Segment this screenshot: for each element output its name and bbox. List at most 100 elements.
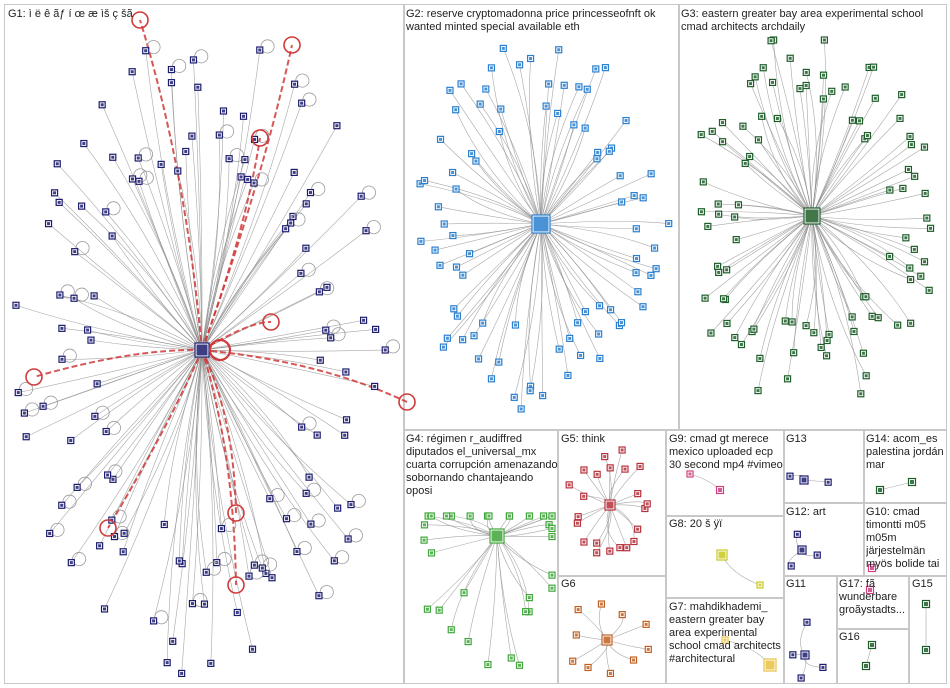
node-g5-8-avatar <box>582 541 585 544</box>
edge-g2-9 <box>541 224 611 310</box>
node-g1-104-avatar <box>289 222 292 225</box>
node-g1-52-avatar <box>23 412 26 415</box>
node-g1-27-avatar <box>191 602 194 605</box>
edge-g2-22 <box>515 224 541 325</box>
node-g3-40-avatar <box>716 265 719 268</box>
node-g11-1-avatar <box>800 677 803 680</box>
node-g2-14-avatar <box>579 354 582 357</box>
edge-g2-71 <box>541 68 605 224</box>
edge-g11-3 <box>800 622 807 655</box>
group-label-g14: G14: acom_es palestina jordán mar <box>866 433 948 477</box>
node-g14-0-avatar <box>878 488 882 492</box>
node-g4-8-avatar <box>486 663 489 666</box>
node-g3-80-avatar <box>900 93 903 96</box>
node-g5-21-avatar <box>646 502 649 505</box>
node-g1-94-avatar <box>253 181 256 184</box>
node-g2-45-avatar <box>451 171 454 174</box>
node-g3-49-avatar <box>737 203 740 206</box>
node-g4-29-avatar <box>551 515 554 518</box>
group-label-g15: G15 <box>912 578 948 591</box>
node-g3-88-avatar <box>913 175 916 178</box>
edge-g2-21 <box>521 224 541 409</box>
node-g3-78-avatar <box>872 66 875 69</box>
node-g3-13-avatar <box>865 374 868 377</box>
node-g3-39-avatar <box>722 297 725 300</box>
group-label-g5: G5: think <box>561 433 661 446</box>
node-g1-64-avatar <box>47 222 50 225</box>
node-g1-111-avatar <box>365 229 368 232</box>
node-g1-113-avatar <box>362 319 365 322</box>
edge-red-0 <box>34 350 202 377</box>
group-label-g11: G11 <box>786 578 836 591</box>
node-g1-101-avatar <box>335 124 338 127</box>
node-g1-60-avatar <box>89 339 92 342</box>
node-g3-15-avatar <box>851 315 854 318</box>
node-g1-3-avatar <box>316 434 319 437</box>
edge-g4-6 <box>497 536 519 665</box>
node-g1-24-avatar <box>209 662 212 665</box>
node-g1-107-avatar <box>299 272 302 275</box>
node-g2-80-avatar <box>633 194 636 197</box>
node-g2-9-avatar <box>609 308 612 311</box>
node-g1-59-avatar <box>86 329 89 332</box>
node-g3-12-avatar <box>877 316 880 319</box>
node-g1-0-avatar <box>384 349 387 352</box>
edge-g1-11 <box>202 350 311 524</box>
edge-g2-16 <box>541 224 570 338</box>
edge-g1-80 <box>146 51 202 350</box>
edge-g1-68 <box>57 164 202 350</box>
edge-g14-0 <box>880 482 912 490</box>
edge-g6-9 <box>607 624 646 640</box>
node-g5-19-avatar <box>639 465 642 468</box>
node-g3-24-avatar <box>786 377 789 380</box>
red-loop-0 <box>26 369 42 385</box>
node-g1-105-avatar <box>305 202 308 205</box>
node-g1-37-avatar <box>122 550 125 553</box>
node-g3-92-avatar <box>925 217 928 220</box>
node-g5-13-avatar <box>582 468 585 471</box>
node-g1-114-avatar <box>374 328 377 331</box>
node-g3-7-avatar <box>909 322 912 325</box>
node-g2-48-avatar <box>470 152 473 155</box>
node-g3-59-avatar <box>749 82 752 85</box>
node-g3-77-avatar <box>858 119 861 122</box>
node-g2-49-avatar <box>439 138 442 141</box>
node-g5-14-avatar <box>596 473 599 476</box>
node-g5-15-avatar <box>603 455 606 458</box>
node-g1-53-avatar <box>93 415 96 418</box>
node-g1-38-avatar <box>113 535 116 538</box>
node-g5-12-avatar <box>568 483 571 486</box>
node-g1-63-avatar <box>93 294 96 297</box>
node-g2-7-avatar <box>620 321 623 324</box>
node-g1-74-avatar <box>111 156 114 159</box>
edge-g1-75 <box>138 158 202 350</box>
node-g3-20-avatar <box>825 354 828 357</box>
node-g1-51-avatar <box>96 382 99 385</box>
node-g2-53-avatar <box>448 89 451 92</box>
edge-red-5 <box>202 138 260 350</box>
node-g2-37-avatar <box>468 252 471 255</box>
node-g2-20-avatar <box>529 389 532 392</box>
node-g2-41-avatar <box>443 223 446 226</box>
node-g2-71-avatar <box>604 66 607 69</box>
node-g4-13-avatar <box>426 608 429 611</box>
pane-g6 <box>559 577 666 684</box>
node-g1-67-avatar <box>58 201 61 204</box>
node-g2-67-avatar <box>577 85 580 88</box>
node-g1-71-avatar <box>82 142 85 145</box>
node-g1-69-avatar <box>80 205 83 208</box>
edge-g1-70 <box>112 236 202 350</box>
node-g3-87-avatar <box>907 168 910 171</box>
node-g6-4-avatar <box>571 660 574 663</box>
node-g5-6-avatar <box>595 551 598 554</box>
node-g6-hub-avatar <box>604 637 611 644</box>
node-g3-10-avatar <box>864 295 867 298</box>
edge-g3-87 <box>812 169 908 216</box>
node-g5-4-avatar <box>618 546 621 549</box>
node-g1-117-avatar <box>344 370 347 373</box>
node-g2-36-avatar <box>461 274 464 277</box>
node-g5-hub-avatar <box>607 502 614 509</box>
node-g3-4-avatar <box>919 275 922 278</box>
edge-g3-22 <box>806 216 816 326</box>
edge-g2-32 <box>454 224 541 309</box>
